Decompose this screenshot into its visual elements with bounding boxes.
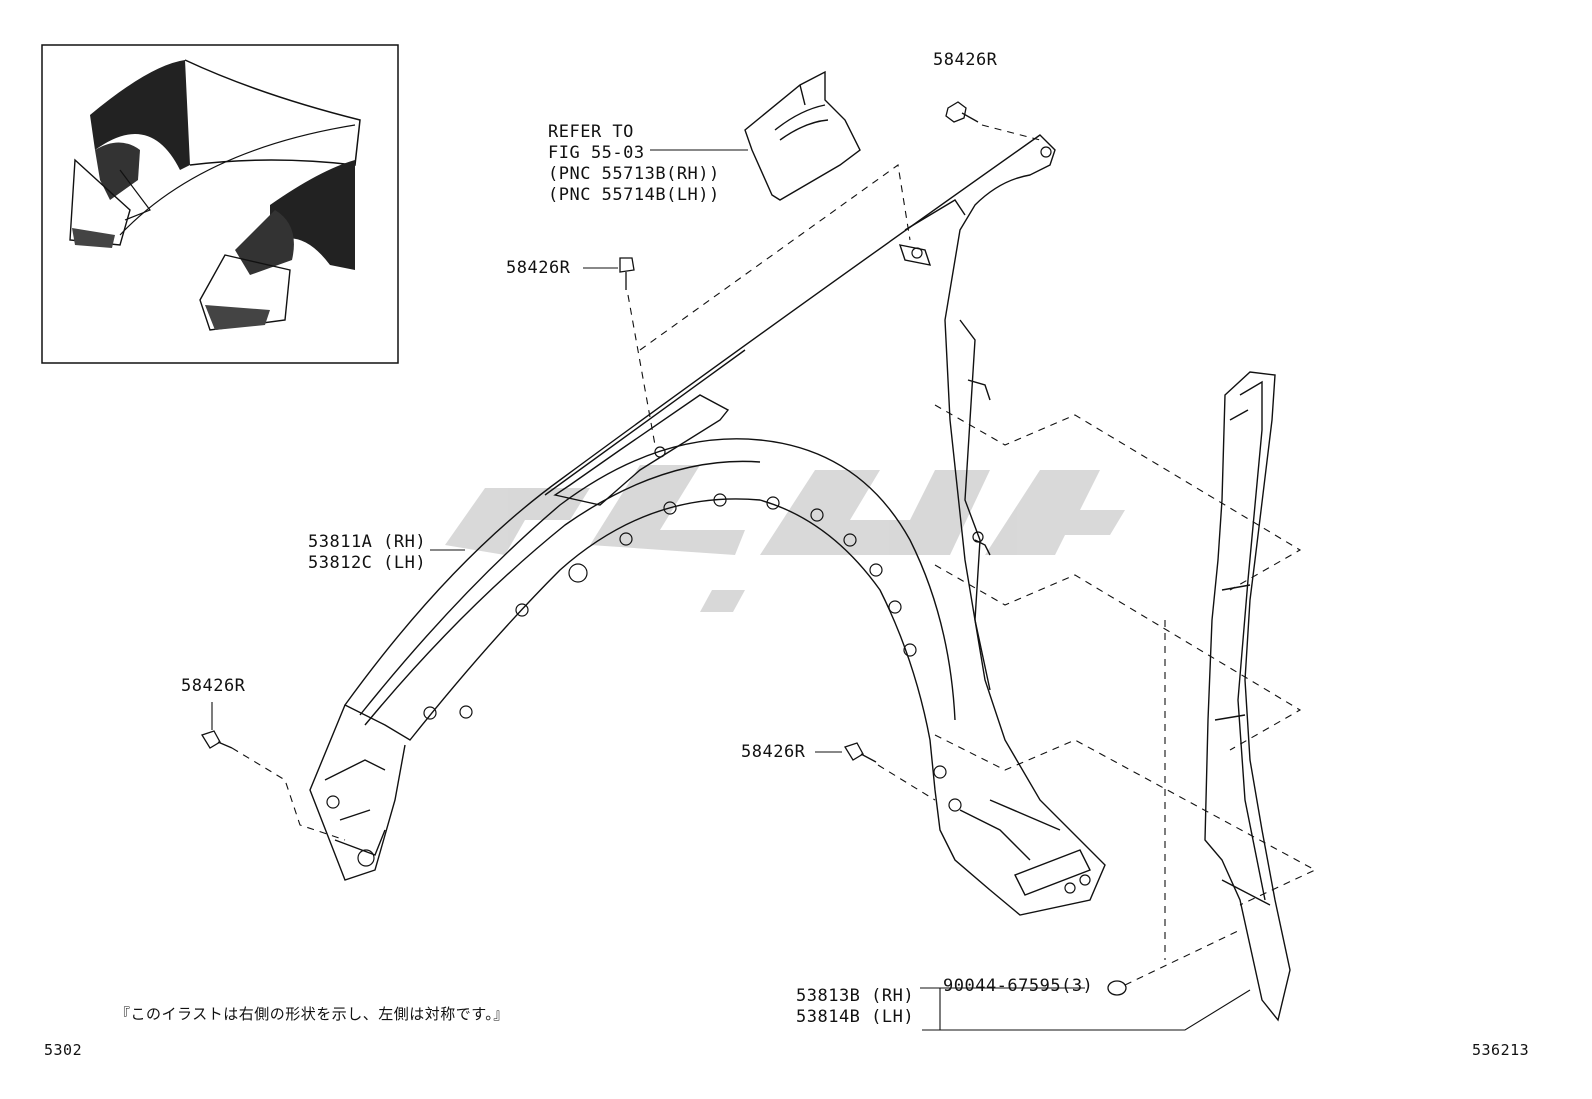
fender-lh-label: 53812C (LH) xyxy=(308,553,427,573)
fender-holes xyxy=(326,146,1091,894)
refer-line-3: (PNC 55713B(RH)) xyxy=(548,164,720,184)
refer-line-2: FIG 55-03 xyxy=(548,143,645,163)
seal-part-label: 53813B (RH) 53814B (LH) xyxy=(796,986,914,1028)
fender-part-label: 53811A (RH) 53812C (LH) xyxy=(308,532,426,574)
refer-line-1: REFER TO xyxy=(548,122,634,142)
fender-rh-label: 53811A (RH) xyxy=(308,532,427,552)
clip-label: 90044-67595(3) xyxy=(943,976,1094,996)
refer-line-4: (PNC 55714B(LH)) xyxy=(548,185,720,205)
seal-panel xyxy=(1204,371,1291,1022)
leader-lines xyxy=(211,149,1251,1031)
seal-rh-label: 53813B (RH) xyxy=(796,986,915,1006)
bolt-left-label: 58426R xyxy=(181,676,246,696)
bolt-icons xyxy=(201,101,1127,996)
refer-bracket xyxy=(744,70,861,201)
bolt-mid-left-label: 58426R xyxy=(506,258,571,278)
symmetry-note: 『このイラストは右側の形状を示し、左側は対称です。』 xyxy=(115,1005,509,1023)
refer-label: REFER TO FIG 55-03 (PNC 55713B(RH)) (PNC… xyxy=(548,122,720,206)
page-number-left: 5302 xyxy=(44,1041,83,1059)
fender-panel xyxy=(309,134,1106,916)
watermark xyxy=(445,465,1125,612)
dashed-guides xyxy=(231,124,1317,986)
bolt-top-label: 58426R xyxy=(933,50,998,70)
bolt-center-label: 58426R xyxy=(741,742,806,762)
seal-lh-label: 53814B (LH) xyxy=(796,1007,915,1027)
page-number-right: 536213 xyxy=(1472,1041,1530,1059)
inset-overview xyxy=(41,44,399,364)
